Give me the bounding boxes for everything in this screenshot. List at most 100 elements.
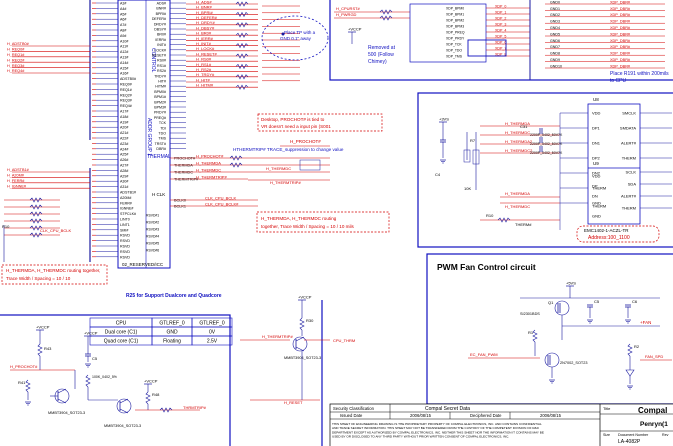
- disclaimer-line: USED BY OR DISCLOSED TO ANY THIRD PARTY …: [332, 435, 509, 439]
- decoupling-cap: [440, 139, 446, 143]
- net-label: H_PWRGD: [336, 12, 357, 17]
- connector-pin: XDP_TMS: [446, 55, 463, 59]
- wire: [295, 336, 305, 342]
- ref-label: R30: [306, 318, 314, 323]
- net-label: H_THERMTRIP#: [196, 174, 227, 179]
- cpu-pin-name: RSVD: [120, 234, 130, 238]
- highlight-box: [467, 39, 507, 57]
- net-label: H_BPRI#: [196, 10, 213, 15]
- disclaimer-line: THIS SHEET OF ENGINEERING DRAWING IS THE…: [332, 422, 542, 426]
- emc-pin-name: VDD: [592, 174, 601, 179]
- cpu-pin-name: RS2#: [157, 69, 166, 73]
- cpu-pin-name: TDI: [160, 126, 166, 130]
- part-label: MMBT3904_SOT23-3: [48, 411, 85, 415]
- cpu-block-label: CONTROL: [150, 48, 156, 73]
- cpu-pin-name: LINT0: [120, 218, 130, 222]
- cpu-pin-name: A20#: [120, 126, 128, 130]
- series-resistor: [235, 32, 249, 38]
- cpu-pin-name: RSVD#6: [146, 249, 159, 253]
- net-label: XDP_DBR#: [610, 0, 631, 4]
- cap-c5: [587, 304, 593, 308]
- security-value: Compal Secret Data: [425, 406, 470, 412]
- emc-pin-name: DN2: [592, 171, 601, 176]
- cpu-pin-name: BR0#: [157, 33, 166, 37]
- cpu-pin-name: TRST#: [155, 142, 166, 146]
- cpu-pin-name: BPM2#: [154, 100, 166, 104]
- cpu-pin-name: A20M#: [120, 196, 131, 200]
- power-rail: +3VS: [439, 117, 449, 123]
- net-label: H_DEFER#: [196, 15, 218, 20]
- power-rail: +VCCP: [348, 27, 362, 33]
- net-label: H_ADSTB0#: [7, 42, 30, 46]
- pin-label: GND0: [550, 0, 560, 4]
- cpu-pin-name: RSVD#5: [146, 242, 159, 246]
- ref-label: R41: [18, 380, 26, 385]
- ground-symbol: [625, 319, 631, 324]
- cpu-pin-name: THERMDC: [174, 171, 193, 175]
- cpu-pin-name: A30#: [120, 180, 128, 184]
- pin-label: GND3: [550, 20, 560, 24]
- power-label: +5VS: [566, 281, 576, 286]
- pin-label: GND6: [550, 39, 560, 43]
- cpu-pin-name: A12#: [120, 50, 128, 54]
- connector-pin: XDP_BPM0: [446, 7, 464, 11]
- cpu-pin-name: HIT#: [158, 80, 166, 84]
- connector-pin: XDP_BPM3: [446, 25, 464, 29]
- diode: [625, 369, 635, 377]
- emc-pin-name: GND: [592, 214, 601, 219]
- emc-pin-name: ALERT#: [621, 141, 637, 146]
- resistor: [229, 155, 243, 161]
- cpu-pin-name: BNR#: [156, 7, 166, 11]
- net-label: H_THERMDA: [505, 121, 530, 126]
- thermda-note-box: [256, 211, 390, 233]
- net-label: H_BR0#: [196, 31, 212, 36]
- cpu-pin-name: DBSY#: [154, 28, 166, 32]
- cpu-left-bus: A3#A4#A5#A6#A7#A8#A9#A10#A11#A12#A13#A14…: [2, 0, 136, 262]
- emc-address-box: [576, 225, 660, 243]
- net-label: H_THERMDA: [505, 191, 530, 196]
- cpu-pin-name: SMI#: [120, 228, 128, 232]
- pull-resistor: [29, 218, 43, 224]
- net-label: XDP_7: [495, 46, 506, 50]
- cpu-pin-name: A23#: [120, 142, 128, 146]
- ground-symbol: [25, 401, 31, 406]
- cpu-pin-name: PROCHOT#: [174, 157, 196, 161]
- net-label: XDP_6: [495, 40, 506, 44]
- net-label: H_PROCHOT#: [290, 139, 321, 144]
- cpu-pin-name: A5#: [120, 12, 126, 16]
- cpu-pin-name: HITM#: [155, 85, 166, 89]
- cpu-pin-name: BCLK1: [174, 205, 186, 209]
- ground-symbol: [627, 385, 633, 390]
- cpu-pin-name: A24#: [120, 147, 128, 151]
- size-label: Size: [603, 433, 610, 437]
- net-label: H_IERR#: [196, 36, 214, 41]
- cpu-pin-name: TCK: [159, 121, 167, 125]
- net-label: H_THERMTRIP#: [270, 180, 301, 185]
- net-label: H_REQ4#: [7, 69, 25, 73]
- net-label: CLK_CPU_BCLK#: [205, 201, 239, 206]
- tp-note-line2: GND 0.1" away: [280, 36, 312, 41]
- net-label: H_HITM#: [196, 83, 214, 88]
- cpu-pin-name: A10#: [120, 39, 128, 43]
- ref-label: C31: [520, 124, 528, 129]
- emc-pin-name: SMDATA: [620, 126, 636, 131]
- power-label: +3VS: [439, 117, 449, 122]
- cpu-pin-name: PRDY#: [154, 111, 166, 115]
- net-label: CPU_THRM: [333, 338, 355, 343]
- ref-label: R2: [634, 344, 640, 349]
- emc-pin-name: THERM: [592, 186, 606, 191]
- cpu-pin-name: TRDY#: [154, 74, 166, 78]
- net-label: XDP_DBR#: [610, 13, 631, 17]
- net-label: H_THERMDC: [505, 204, 530, 209]
- removed-note-line2: 500 (Follow: [368, 52, 394, 58]
- emc-region-box: [417, 92, 673, 248]
- cpu-pin-name: ADSTB1#: [120, 191, 136, 195]
- sheet-title: Penryn(1: [640, 421, 668, 428]
- series-resistor: [235, 84, 249, 90]
- issued-value: 2006/08/15: [410, 413, 432, 418]
- pull-resistor: [29, 232, 43, 238]
- series-resistor: [235, 74, 249, 80]
- ref-label: C5: [92, 356, 98, 361]
- resistor: [229, 162, 243, 168]
- cpu-pin-name: A8#: [120, 29, 126, 33]
